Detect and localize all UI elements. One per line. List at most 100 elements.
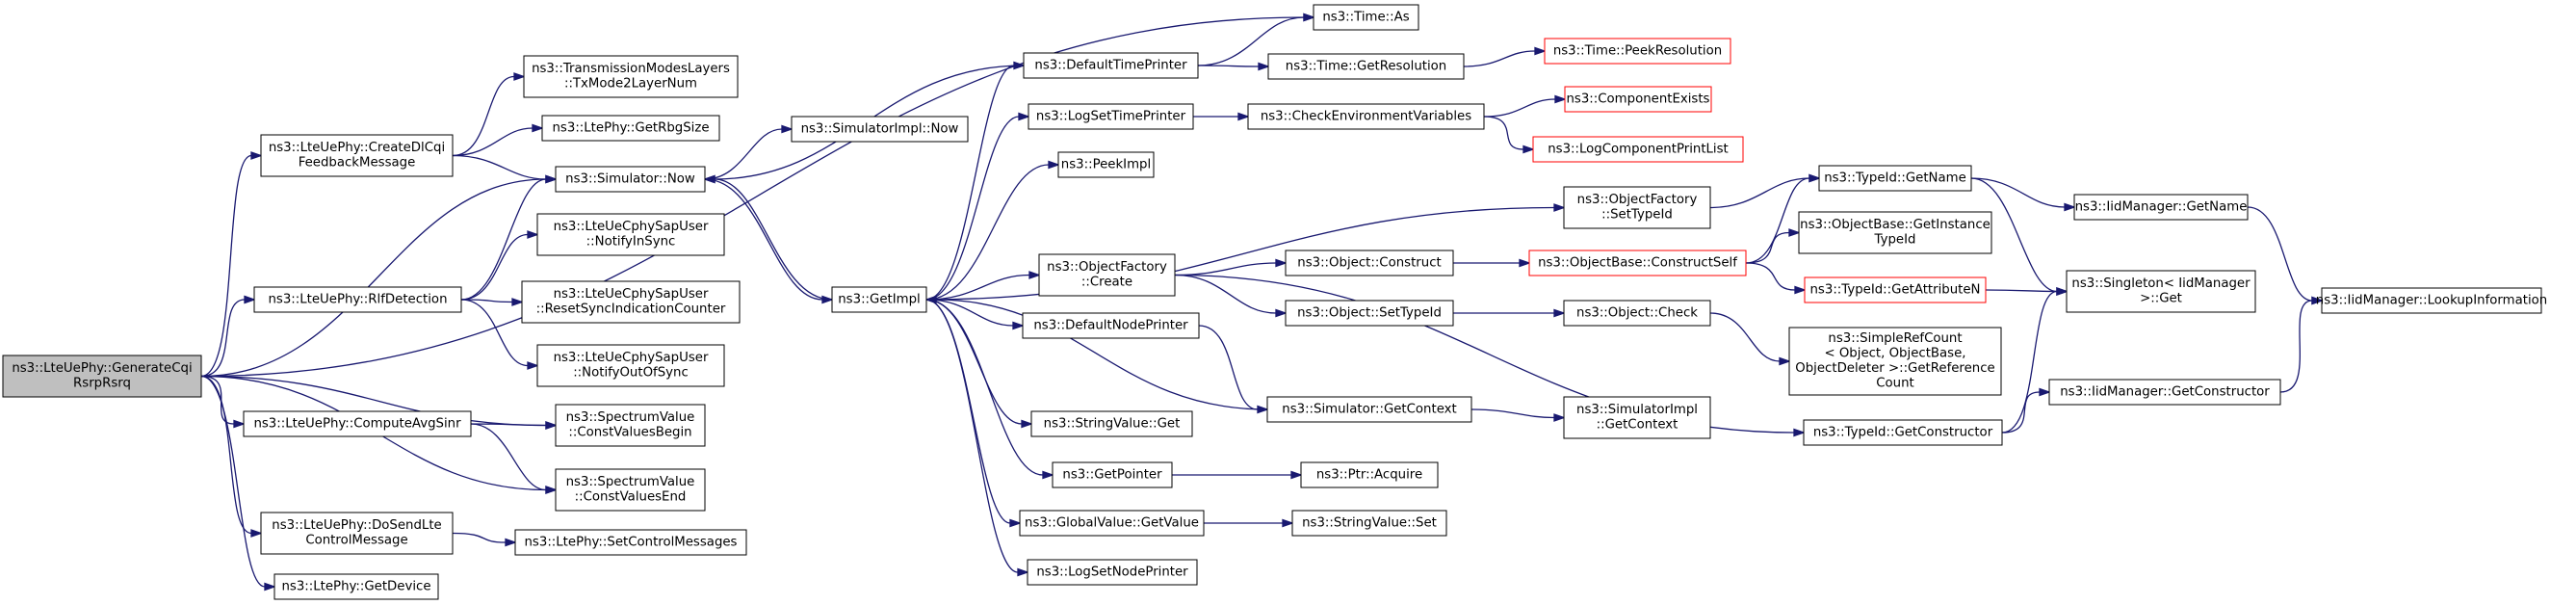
call-edge-rlf-detection-to-notify-out-of-sync: [460, 299, 539, 370]
node-box: [1285, 300, 1454, 327]
call-edge-iid-get-name-to-lookup-info: [2247, 206, 2324, 305]
node-get-resolution[interactable]: ns3::Time::GetResolution: [1267, 53, 1465, 80]
node-const-begin[interactable]: ns3::SpectrumValue::ConstValuesBegin: [555, 404, 706, 447]
node-get-pointer[interactable]: ns3::GetPointer: [1052, 461, 1173, 488]
arrowhead-icon: [244, 295, 256, 304]
node-box: [536, 213, 725, 256]
node-notify-in-sync[interactable]: ns3::LteUeCphySapUser::NotifyInSync: [536, 213, 725, 256]
node-log-set-node-printer[interactable]: ns3::LogSetNodePrinter: [1027, 559, 1198, 586]
node-tx-mode2-layer[interactable]: ns3::TransmissionModesLayers::TxMode2Lay…: [523, 55, 739, 98]
node-object-check[interactable]: ns3::Object::Check: [1563, 300, 1711, 327]
node-box: [1798, 211, 1992, 254]
node-box: [2321, 287, 2542, 314]
node-type-id-get-name[interactable]: ns3::TypeId::GetName: [1818, 165, 1972, 192]
node-component-exists[interactable]: ns3::ComponentExists: [1564, 86, 1712, 113]
arrowhead-icon: [1009, 518, 1022, 528]
node-label: ns3::IidManager::GetConstructor: [2060, 384, 2270, 399]
node-simple-ref-count[interactable]: ns3::SimpleRefCount< Object, ObjectBase,…: [1788, 327, 2002, 396]
call-edge-type-id-get-constructor-to-iid-get-constructor: [2001, 387, 2051, 434]
edge-line: [1970, 177, 2058, 293]
node-iid-get-name[interactable]: ns3::IidManager::GetName: [2073, 194, 2249, 221]
edge-line: [452, 75, 515, 157]
node-label: ns3::Time::As: [1322, 10, 1409, 24]
edge-line: [925, 299, 1044, 476]
node-peek-impl[interactable]: ns3::PeekImpl: [1057, 151, 1155, 178]
node-object-construct[interactable]: ns3::Object::Construct: [1285, 250, 1454, 276]
edge-line: [200, 16, 1305, 378]
edge-line: [1198, 325, 1259, 410]
node-rlf-detection[interactable]: ns3::LteUePhy::RlfDetection: [253, 286, 462, 313]
edge-line: [704, 128, 783, 180]
node-get-impl[interactable]: ns3::GetImpl: [831, 286, 927, 313]
node-sim-impl-get-context[interactable]: ns3::SimulatorImpl::GetContext: [1563, 396, 1711, 439]
node-string-value-get[interactable]: ns3::StringValue::Get: [1030, 410, 1193, 437]
arrowhead-icon: [2064, 202, 2076, 212]
arrowhead-icon: [1282, 518, 1294, 528]
node-sim-get-context[interactable]: ns3::Simulator::GetContext: [1266, 396, 1472, 423]
node-default-node-printer[interactable]: ns3::DefaultNodePrinter: [1022, 312, 1200, 339]
edge-line: [1745, 177, 1810, 264]
node-compute-avg-sinr[interactable]: ns3::LteUePhy::ComputeAvgSinr: [243, 410, 472, 437]
node-const-end[interactable]: ns3::SpectrumValue::ConstValuesEnd: [555, 468, 706, 512]
node-label: ns3::CheckEnvironmentVariables: [1261, 109, 1471, 123]
node-sim-impl-now[interactable]: ns3::SimulatorImpl::Now: [791, 116, 969, 143]
node-reset-sync[interactable]: ns3::LteUeCphySapUser::ResetSyncIndicati…: [521, 280, 741, 324]
node-notify-out-of-sync[interactable]: ns3::LteUeCphySapUser::NotifyOutOfSync: [536, 344, 725, 387]
edge-line: [925, 65, 1015, 301]
node-singleton-get[interactable]: ns3::Singleton< IidManager>::Get: [2066, 270, 2256, 313]
edge-line: [200, 375, 266, 588]
node-get-attribute-n[interactable]: ns3::TypeId::GetAttributeN: [1804, 276, 1987, 303]
node-object-set-type-id[interactable]: ns3::Object::SetTypeId: [1285, 300, 1454, 327]
node-obj-factory-set-type-id[interactable]: ns3::ObjectFactory::SetTypeId: [1563, 186, 1711, 229]
call-edge-get-impl-to-log-set-time-printer: [925, 112, 1030, 301]
arrowhead-icon: [1028, 271, 1041, 279]
node-box: [1564, 86, 1712, 113]
node-lookup-info[interactable]: ns3::IidManager::LookupInformation: [2316, 287, 2547, 314]
node-time-as[interactable]: ns3::Time::As: [1313, 4, 1419, 31]
node-obj-factory-create[interactable]: ns3::ObjectFactory::Create: [1038, 253, 1176, 297]
node-ptr-acquire[interactable]: ns3::Ptr::Acquire: [1300, 461, 1439, 488]
node-label: ns3::ComponentExists: [1566, 92, 1709, 106]
node-log-set-time-printer[interactable]: ns3::LogSetTimePrinter: [1028, 103, 1194, 130]
node-get-rbg-size[interactable]: ns3::LtePhy::GetRbgSize: [541, 115, 720, 142]
node-label: ::NotifyInSync: [586, 235, 676, 250]
node-log-component-print-list[interactable]: ns3::LogComponentPrintList: [1532, 136, 1744, 163]
edge-line: [925, 164, 1050, 301]
node-get-device[interactable]: ns3::LtePhy::GetDevice: [273, 573, 439, 600]
call-edge-get-impl-to-peek-impl: [925, 160, 1060, 301]
node-string-value-set[interactable]: ns3::StringValue::Set: [1291, 510, 1447, 537]
arrowhead-icon: [532, 123, 544, 133]
arrowhead-icon: [1012, 321, 1025, 330]
node-box: [523, 55, 739, 98]
arrowhead-icon: [1794, 285, 1807, 295]
edge-line: [1745, 231, 1790, 264]
arrowhead-icon: [1290, 470, 1303, 480]
node-type-id-get-constructor[interactable]: ns3::TypeId::GetConstructor: [1803, 419, 2003, 446]
node-sim-now[interactable]: ns3::Simulator::Now: [555, 166, 706, 193]
node-box: [2, 355, 202, 398]
node-iid-get-constructor[interactable]: ns3::IidManager::GetConstructor: [2048, 379, 2281, 406]
node-box: [1528, 250, 1747, 276]
node-peek-resolution[interactable]: ns3::Time::PeekResolution: [1544, 38, 1731, 65]
edge-line: [200, 154, 252, 378]
arrowhead-icon: [1237, 112, 1250, 121]
node-default-time-printer[interactable]: ns3::DefaultTimePrinter: [1023, 52, 1199, 79]
node-global-value-get-value[interactable]: ns3::GlobalValue::GetValue: [1019, 510, 1205, 537]
node-label: ns3::Simulator::GetContext: [1282, 402, 1456, 416]
node-label: ns3::StringValue::Get: [1044, 416, 1181, 431]
node-object-base-construct-self[interactable]: ns3::ObjectBase::ConstructSelf: [1528, 250, 1747, 276]
node-label: ns3::DefaultTimePrinter: [1034, 58, 1187, 72]
node-check-env[interactable]: ns3::CheckEnvironmentVariables: [1247, 103, 1485, 130]
node-set-ctrl-msgs[interactable]: ns3::LtePhy::SetControlMessages: [514, 529, 747, 556]
node-box: [1563, 186, 1711, 229]
node-box: [1052, 461, 1173, 488]
node-label: ::TxMode2LayerNum: [564, 77, 697, 92]
arrowhead-icon: [250, 151, 263, 160]
node-create-dl-cqi[interactable]: ns3::LteUePhy::CreateDlCqiFeedbackMessag…: [260, 134, 454, 177]
call-edge-compute-avg-sinr-to-const-end: [470, 423, 558, 494]
edge-line: [2247, 206, 2313, 302]
edge-line: [200, 375, 252, 535]
arrowhead-icon: [2311, 296, 2324, 305]
